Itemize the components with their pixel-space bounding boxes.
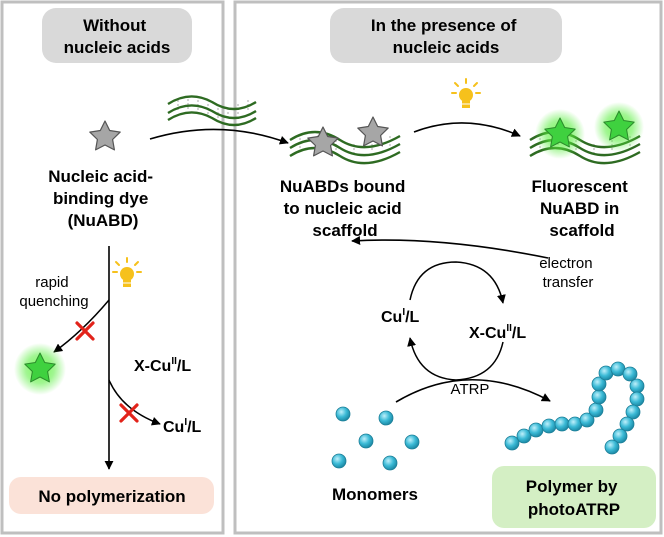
monomer [378, 410, 394, 426]
quench-cross-icon [75, 321, 95, 341]
no-polymerization-badge [9, 477, 214, 514]
right-header-badge [330, 8, 562, 63]
monomer [404, 434, 420, 450]
svg-text:Polymer by photoATRP: Polymer by photoATRP [526, 477, 622, 519]
atrp-label: ATRP [451, 381, 490, 398]
quench-label-line2: quenching [19, 293, 88, 310]
polymer-badge [492, 466, 656, 528]
fluorescent-star-icon [544, 117, 576, 148]
dye-label-line2: binding dye [53, 189, 148, 208]
light-bulb-icon [112, 257, 142, 287]
cycle-cu-label: CuI/L [381, 307, 420, 326]
dye-label-line1: Nucleic acid- [48, 167, 153, 186]
monomer-cluster [331, 406, 420, 471]
electron-transfer-line1: electron [539, 255, 592, 272]
left-header-badge [42, 8, 192, 63]
cycle-xcu-label: X-CuII/L [469, 323, 526, 342]
svg-text:NuABDs bound to nucleic ac: NuABDs bound to nucleic acid scaffold [280, 177, 410, 240]
monomer [358, 433, 374, 449]
svg-text:In the presence of nucle: In the presence of nucleic acids [371, 16, 521, 57]
dna-scaffold-free [167, 95, 257, 127]
left-header-line1: Without [83, 16, 146, 35]
atrp-arrow [395, 378, 551, 403]
svg-text:Fluorescent NuABD in s: Fluorescent NuABD in scaffold [531, 177, 632, 240]
cu-label: CuI/L [163, 417, 202, 436]
bound-star-icon [357, 116, 389, 147]
svg-text:Nucleic acid- binding dy: Nucleic acid- binding dye (NuABD) [48, 167, 158, 230]
monomer [335, 406, 351, 422]
left-panel-frame [0, 0, 225, 535]
dye-label-line3: (NuABD) [68, 211, 139, 230]
right-panel: In the presence of nucleic acids [233, 0, 663, 535]
cycle-top-arc [409, 261, 506, 304]
green-star-icon [24, 352, 56, 383]
bound-label-line1: NuABDs bound [280, 177, 406, 196]
fluor-label-line1: Fluorescent [531, 177, 628, 196]
right-header-line1: In the presence of [371, 16, 517, 35]
monomers-label: Monomers [332, 485, 418, 504]
no-polymerization-label: No polymerization [38, 487, 185, 506]
bound-star-icon [307, 126, 339, 157]
svg-text:electron transfer: electron transfer [539, 255, 597, 291]
polymer-chain [504, 361, 645, 455]
bound-label-line2: to nucleic acid [284, 199, 402, 218]
electron-transfer-line2: transfer [543, 274, 594, 291]
electron-transfer-arrow [351, 236, 549, 259]
svg-text:rapid quenching: rapid quenching [19, 274, 88, 310]
blocked-activation-arrow [108, 379, 161, 426]
polymer-label-line1: Polymer by [526, 477, 618, 496]
monomer [331, 453, 347, 469]
binding-arrow [149, 128, 289, 145]
fluor-label-line2: NuABD in [540, 199, 619, 218]
left-panel: Without nucleic acids Nucleic acid- bind… [0, 0, 225, 535]
fluorescent-star-icon [603, 110, 635, 141]
right-panel-frame [233, 0, 663, 535]
activation-cross-icon [119, 403, 139, 423]
fluor-label-line3: scaffold [549, 221, 614, 240]
monomer [382, 455, 398, 471]
left-header-line2: nucleic acids [64, 38, 171, 57]
right-header-line2: nucleic acids [393, 38, 500, 57]
gray-star-icon [89, 120, 121, 151]
svg-text:Without nucleic acids: Without nucleic acids [64, 16, 171, 57]
bound-label-line3: scaffold [312, 221, 377, 240]
light-bulb-icon [451, 78, 481, 108]
polymer-label-line2: photoATRP [528, 500, 620, 519]
quench-label-line1: rapid [35, 274, 68, 291]
xcu-label: X-CuII/L [134, 356, 191, 375]
excitation-arrow [413, 122, 521, 137]
